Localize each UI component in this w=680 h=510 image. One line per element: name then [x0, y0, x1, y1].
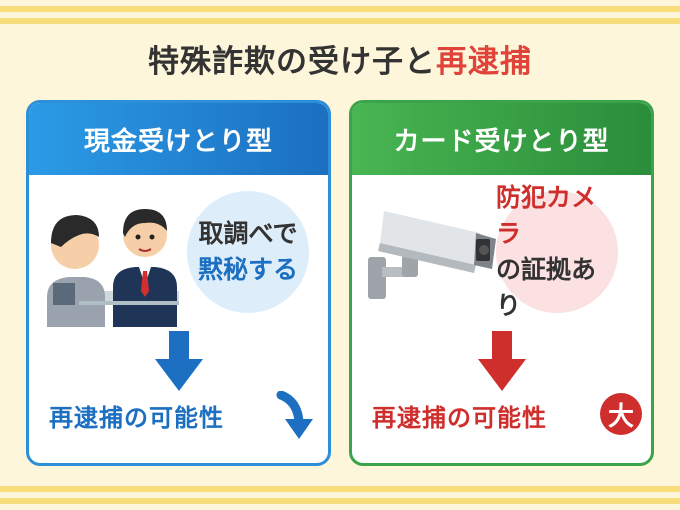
bubble-line-2: 黙秘する: [197, 255, 298, 284]
interrogation-illustration: [47, 209, 179, 327]
title-main: 特殊詐欺の受け子と: [148, 44, 436, 80]
bubble-line-1: 取調べで: [198, 219, 298, 248]
camera-evidence-speech-bubble: 防犯カメラ の証拠あり: [496, 183, 618, 320]
rearrest-possibility-label: 再逮捕の可能性: [49, 404, 224, 432]
top-stripe-2: [0, 18, 680, 24]
cash-pickup-card-header: 現金受けとり型: [29, 103, 328, 175]
security-camera-icon: [368, 211, 496, 299]
down-curved-arrow-icon: [276, 391, 313, 439]
bubble-line-1: 防犯カメラ: [496, 183, 597, 248]
card-pickup-card: カード受けとり型 防犯カメラ の証拠あり 再逮捕の可能性 大: [349, 100, 654, 466]
down-arrow-icon: [155, 331, 203, 391]
bottom-stripe-2: [0, 498, 680, 504]
high-badge: 大: [600, 393, 642, 435]
cash-pickup-card: 現金受けとり型 取調べで 黙秘する 再逮捕の可能性: [26, 100, 331, 466]
silence-speech-bubble: 取調べで 黙秘する: [187, 191, 309, 313]
title-highlight: 再逮捕: [436, 44, 532, 80]
top-stripe-1: [0, 6, 680, 12]
rearrest-possibility-label: 再逮捕の可能性: [372, 404, 547, 432]
page-title: 特殊詐欺の受け子と再逮捕: [0, 36, 680, 81]
bottom-stripe-1: [0, 486, 680, 492]
card-pickup-card-header: カード受けとり型: [352, 103, 651, 175]
bubble-line-2: の証拠あり: [496, 255, 597, 320]
down-arrow-icon: [478, 331, 526, 391]
